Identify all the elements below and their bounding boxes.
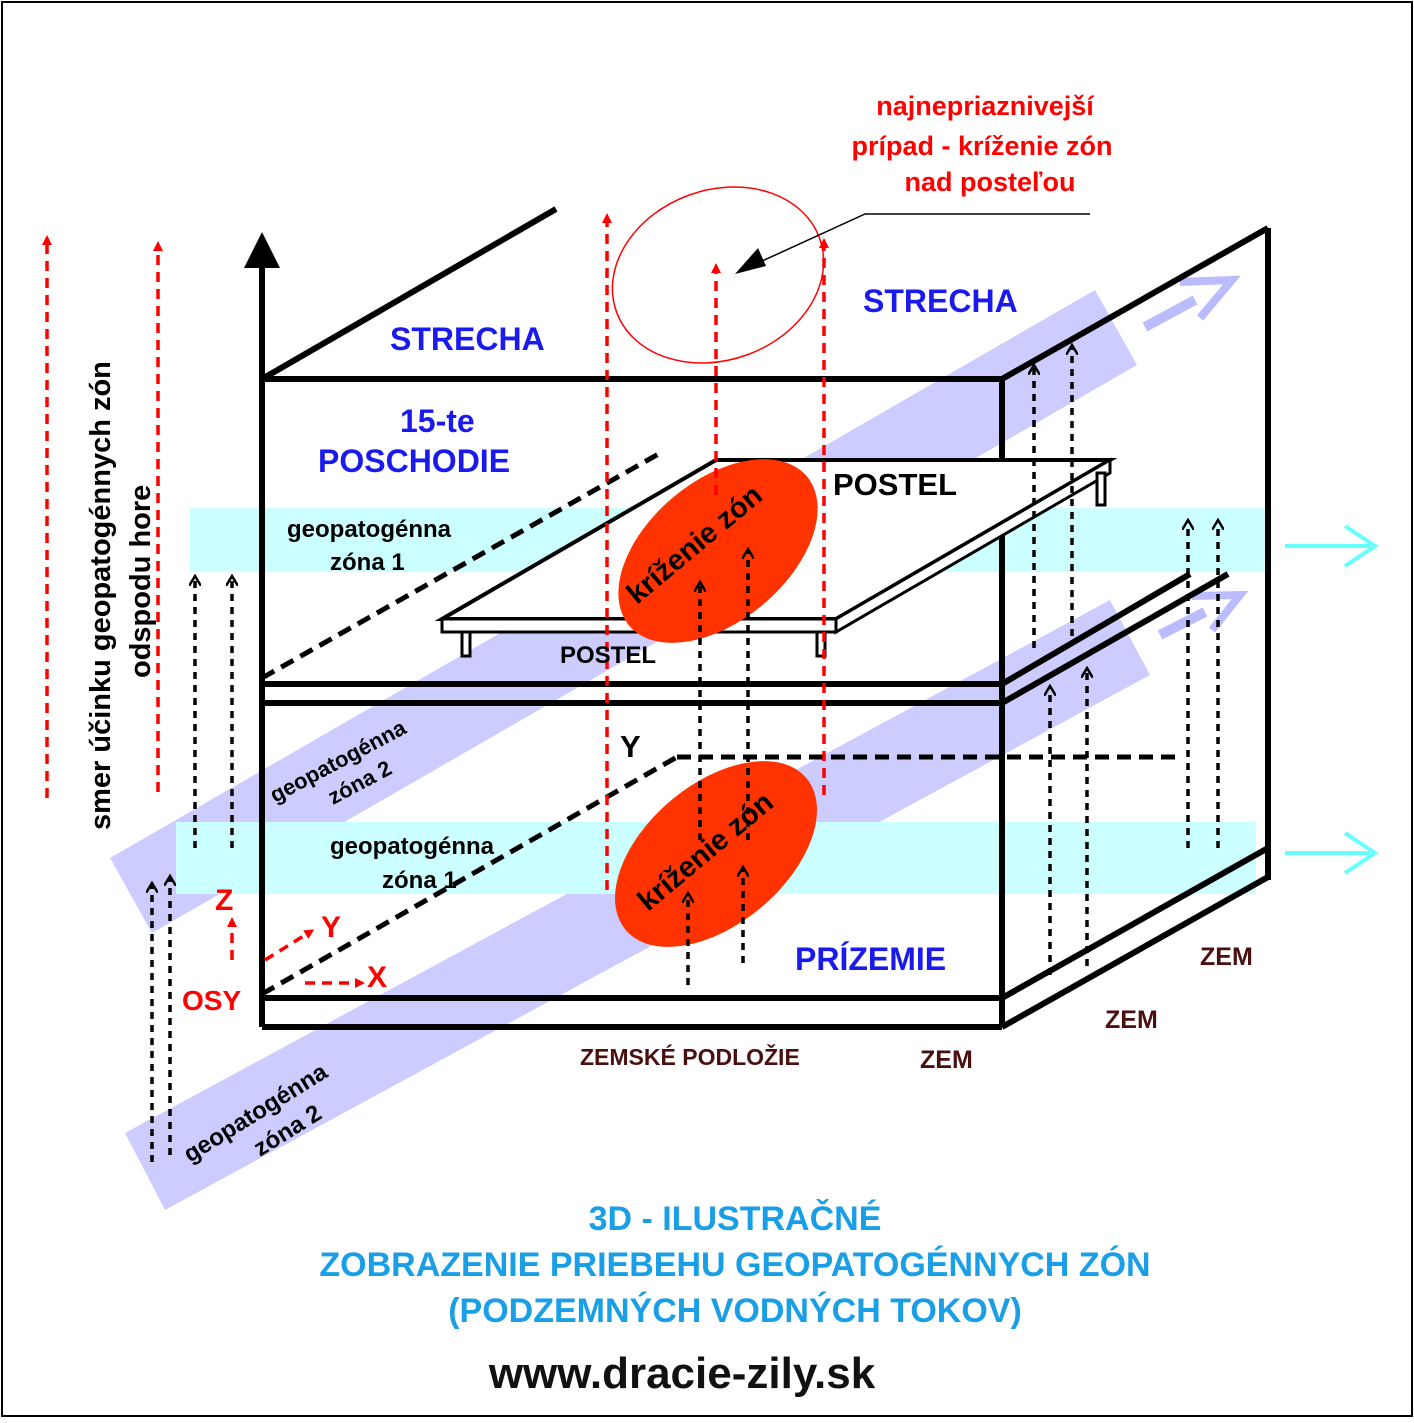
ground-slab-side-bottom bbox=[1000, 874, 1270, 1030]
blue-labels: STRECHA STRECHA 15-te POSCHODIE PRÍZEMIE bbox=[318, 283, 1018, 977]
ground-floor-label: PRÍZEMIE bbox=[795, 941, 946, 977]
floor-label-line1: 15-te bbox=[400, 403, 475, 439]
ground-label-1: ZEM bbox=[1200, 943, 1253, 971]
crossing-ellipse-upper bbox=[618, 459, 818, 643]
worst-case-line2: prípad - kríženie zón bbox=[851, 131, 1112, 161]
bed-leg-front-left bbox=[460, 630, 472, 658]
ground-slab-side-top bbox=[1000, 845, 1270, 1001]
floor-slab-side-bottom bbox=[1000, 571, 1230, 706]
worst-case-line3: nad posteľou bbox=[905, 167, 1076, 197]
ground-label-2: ZEM bbox=[1105, 1006, 1158, 1034]
roof-right-edge bbox=[1000, 225, 1270, 382]
zone2-bands bbox=[110, 275, 1249, 1210]
red-upward-arrows bbox=[42, 213, 829, 988]
building-frame bbox=[259, 206, 1271, 1030]
zone2-exit-arrowhead-lower bbox=[1191, 590, 1249, 633]
zone2-exit-arrow-upper bbox=[1142, 295, 1198, 332]
roof-label-left: STRECHA bbox=[390, 321, 545, 357]
axis-x-label: X bbox=[367, 961, 387, 994]
subsoil-label: ZEMSKÉ PODLOŽIE bbox=[580, 1043, 800, 1070]
axis-labels: Z Y X OSY bbox=[182, 884, 387, 1016]
axes-label: OSY bbox=[182, 985, 241, 1016]
zone1-lower-line1: geopatogénna bbox=[330, 833, 495, 860]
ground-label-3: ZEM bbox=[920, 1046, 973, 1074]
bed-label-lower: POSTEL bbox=[560, 642, 656, 669]
zone2-exit-arrowhead-upper bbox=[1179, 275, 1241, 321]
upper-floor-diagonal bbox=[260, 449, 664, 681]
zone1-upper-line2: zóna 1 bbox=[330, 549, 405, 576]
black-upward-arrows bbox=[152, 347, 1218, 1162]
roof-left-edge bbox=[260, 206, 558, 382]
vertical-label-line2: odspodu hore bbox=[125, 485, 157, 678]
footer-title-line3: (PODZEMNÝCH VODNÝCH TOKOV) bbox=[448, 1292, 1022, 1330]
pointer-line bbox=[759, 213, 1090, 263]
vertical-label-line1: smer účinku geopatogénnych zón bbox=[85, 361, 117, 830]
roof-label-right: STRECHA bbox=[863, 283, 1018, 319]
floor-slab-side-top bbox=[1000, 571, 1192, 687]
website-link[interactable]: www.dracie-zily.sk bbox=[488, 1349, 876, 1398]
footer-title-line1: 3D - ILUSTRAČNÉ bbox=[589, 1199, 882, 1238]
footer-title: 3D - ILUSTRAČNÉ ZOBRAZENIE PRIEBEHU GEOP… bbox=[319, 1199, 1150, 1330]
zone1-upper-line1: geopatogénna bbox=[287, 516, 452, 543]
floor-label-line2: POSCHODIE bbox=[318, 443, 510, 479]
zone2-exit-arrow-lower bbox=[1157, 607, 1208, 640]
zone1-exit-arrow-lower bbox=[1285, 831, 1379, 875]
worst-case-line1: najnepriaznivejší bbox=[876, 91, 1095, 121]
axis-z-label: Z bbox=[215, 884, 233, 917]
zone1-exit-arrow-upper bbox=[1285, 524, 1379, 568]
worst-case-text: najnepriaznivejší prípad - kríženie zón … bbox=[851, 91, 1112, 197]
ground-labels: ZEM ZEM ZEM ZEMSKÉ PODLOŽIE bbox=[580, 943, 1253, 1074]
bed-leg-front-right bbox=[815, 630, 827, 658]
footer-title-line2: ZOBRAZENIE PRIEBEHU GEOPATOGÉNNYCH ZÓN bbox=[319, 1246, 1150, 1284]
axis-y-label: Y bbox=[321, 911, 341, 944]
y-axis-label: Y bbox=[620, 729, 641, 764]
bed-side bbox=[834, 457, 1112, 635]
zone1-lower-line2: zóna 1 bbox=[382, 867, 457, 894]
worst-case-ellipse bbox=[611, 186, 825, 364]
bed-leg-back-right bbox=[1095, 471, 1107, 507]
pointer-arrowhead bbox=[735, 248, 766, 274]
crossing-ellipse-lower bbox=[615, 761, 817, 947]
bed-label-upper: POSTEL bbox=[833, 467, 957, 502]
